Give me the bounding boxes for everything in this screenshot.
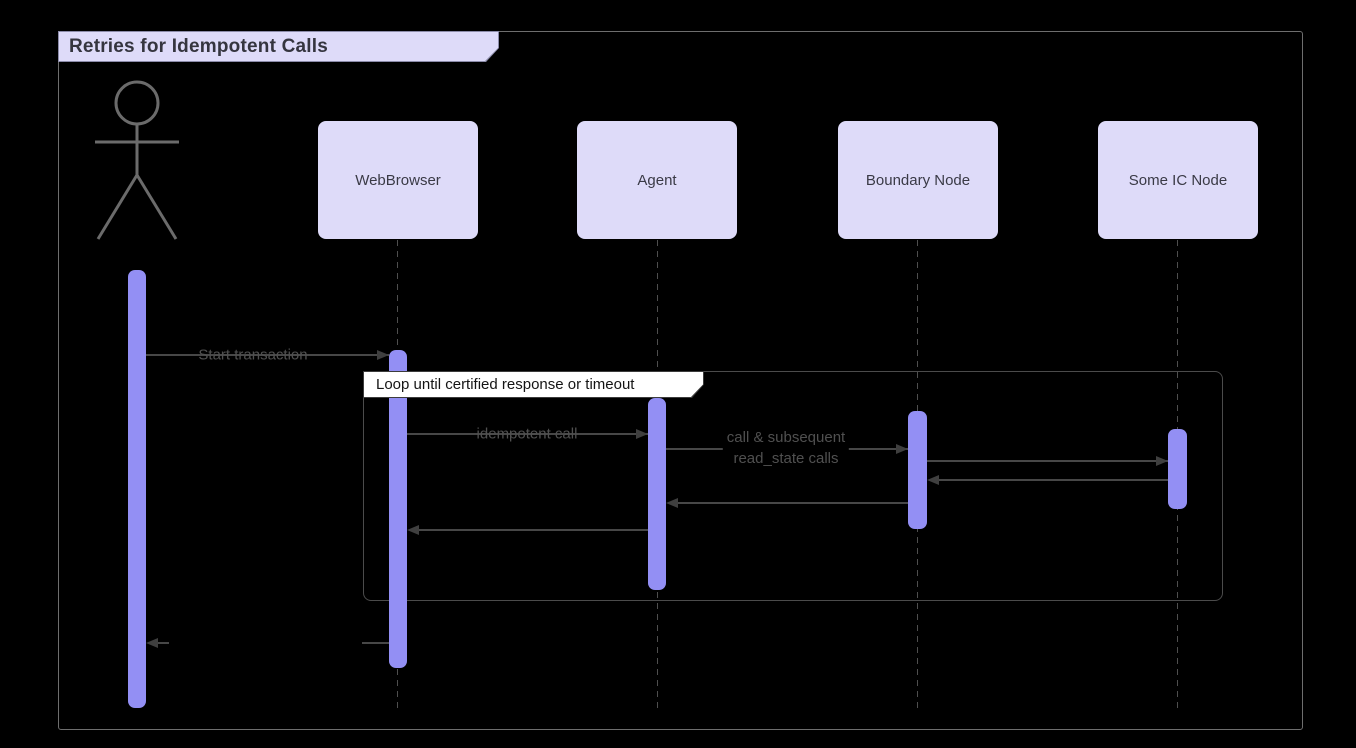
message-label-line2: read_state calls bbox=[733, 450, 839, 467]
participant-label: Agent bbox=[637, 171, 677, 189]
arrowhead-left-icon bbox=[146, 638, 158, 648]
activation-webbrowser bbox=[389, 350, 407, 668]
participant-webbrowser: WebBrowser bbox=[318, 121, 478, 239]
activation-some-ic-node bbox=[1168, 429, 1187, 509]
actor-figure-icon bbox=[95, 80, 179, 240]
message-label-idempotent-call: idempotent call bbox=[476, 425, 578, 443]
message-line-final-return-stub bbox=[362, 642, 389, 644]
activation-actor bbox=[128, 270, 146, 708]
loop-label-tab: Loop until certified response or timeout bbox=[363, 371, 704, 398]
message-line-boundary-return bbox=[678, 502, 908, 504]
message-line-agent-return bbox=[419, 529, 648, 531]
loop-fragment-frame bbox=[363, 371, 1223, 601]
activation-boundary-node bbox=[908, 411, 927, 529]
diagram-title: Retries for Idempotent Calls bbox=[59, 32, 498, 61]
participant-boundary-node: Boundary Node bbox=[838, 121, 998, 239]
participant-label: Some IC Node bbox=[1128, 171, 1228, 189]
arrowhead-right-icon bbox=[896, 444, 908, 454]
message-label-call-read-state: call & subsequent read_state calls bbox=[722, 427, 850, 469]
diagram-title-tab: Retries for Idempotent Calls bbox=[58, 31, 499, 62]
message-line-idempotent-call bbox=[407, 433, 648, 435]
arrowhead-right-icon bbox=[377, 350, 389, 360]
arrowhead-left-icon bbox=[666, 498, 678, 508]
loop-label: Loop until certified response or timeout bbox=[364, 372, 703, 397]
participant-label: Boundary Node bbox=[865, 171, 971, 189]
arrowhead-right-icon bbox=[636, 429, 648, 439]
message-label-line1: call & subsequent bbox=[726, 429, 846, 446]
participant-label: WebBrowser bbox=[355, 171, 441, 189]
activation-agent bbox=[648, 398, 666, 590]
participant-agent: Agent bbox=[577, 121, 737, 239]
arrowhead-right-icon bbox=[1156, 456, 1168, 466]
participant-some-ic-node: Some IC Node bbox=[1098, 121, 1258, 239]
diagram-frame bbox=[58, 31, 1303, 730]
message-line-to-ic-node bbox=[927, 460, 1168, 462]
message-line-start-transaction bbox=[146, 354, 389, 356]
message-line-ic-node-return bbox=[939, 479, 1168, 481]
message-line-final-return-tail bbox=[158, 642, 169, 644]
arrowhead-left-icon bbox=[927, 475, 939, 485]
arrowhead-left-icon bbox=[407, 525, 419, 535]
message-label-start-transaction: Start transaction bbox=[198, 346, 308, 364]
